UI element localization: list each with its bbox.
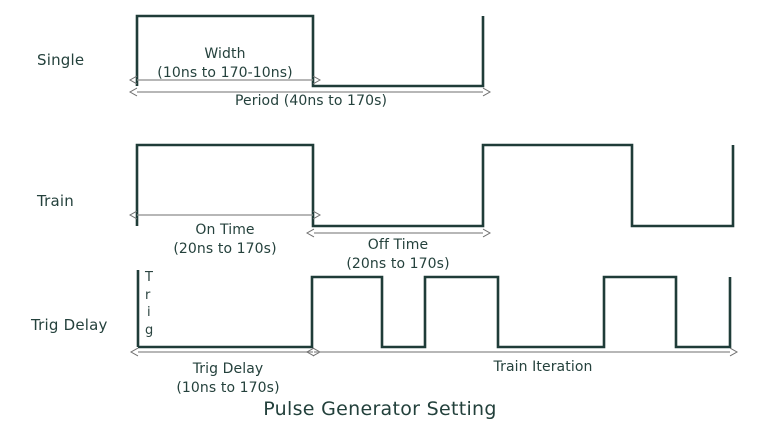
annotation-width-line2: (10ns to 170-10ns) xyxy=(157,65,293,81)
annotation-width: Width (10ns to 170-10ns) xyxy=(157,45,292,83)
figure-caption: Pulse Generator Setting xyxy=(263,398,497,420)
annotation-on-time-line1: On Time xyxy=(195,222,255,238)
annotation-train-iteration: Train Iteration xyxy=(493,359,593,375)
trig-marker-letter-g: g xyxy=(145,323,154,338)
trig-marker-letter-t: T xyxy=(145,270,153,285)
row-label-trig-delay: Trig Delay xyxy=(31,316,108,334)
annotation-trig-delay-line1: Trig Delay xyxy=(192,361,264,377)
annotation-on-time-line2: (20ns to 170s) xyxy=(173,241,277,257)
trig-marker-letter-r: r xyxy=(145,288,151,303)
annotation-off-time-line1: Off Time xyxy=(367,237,429,253)
row-label-single: Single xyxy=(37,51,85,69)
annotation-trig-delay-line2: (10ns to 170s) xyxy=(176,380,280,396)
annotation-trig-delay: Trig Delay (10ns to 170s) xyxy=(176,360,279,398)
waveform-single xyxy=(135,14,485,88)
annotation-off-time-line2: (20ns to 170s) xyxy=(346,256,450,272)
train-pulse-trace xyxy=(135,143,735,228)
annotation-period: Period (40ns to 170s) xyxy=(234,93,388,109)
annotation-on-time: On Time (20ns to 170s) xyxy=(173,221,276,259)
trig-marker-letter-i: i xyxy=(147,305,151,320)
row-label-train: Train xyxy=(37,192,74,210)
annotation-width-line1: Width xyxy=(204,46,246,62)
single-pulse-trace xyxy=(135,14,485,88)
waveform-trig-delay xyxy=(136,270,732,349)
waveform-train xyxy=(135,143,735,228)
annotation-off-time: Off Time (20ns to 170s) xyxy=(346,236,449,274)
trig-delay-pulse-trace xyxy=(138,275,732,349)
